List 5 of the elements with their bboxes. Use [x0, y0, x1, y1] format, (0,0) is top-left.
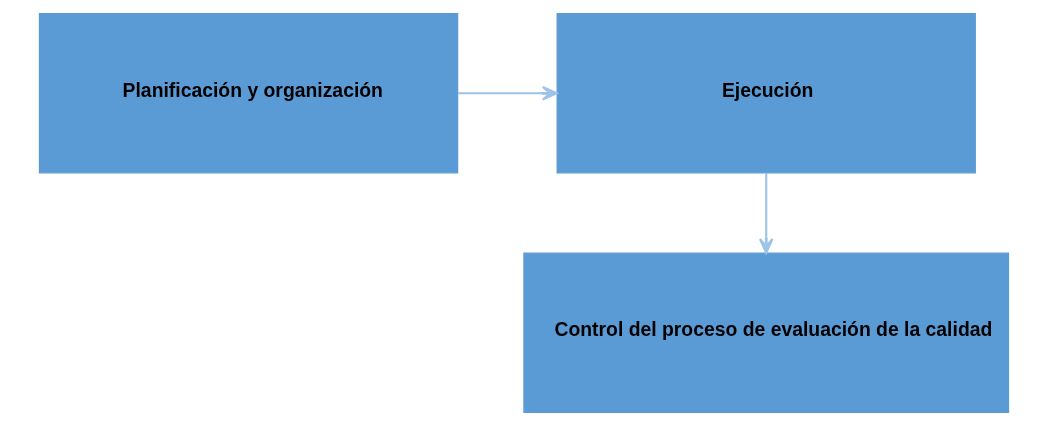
arrow: [758, 173, 773, 254]
node-box: Ejecución: [556, 13, 976, 174]
arrow: [457, 86, 558, 101]
node-box: Planificación y organización: [38, 13, 458, 174]
node-box: Control del proceso de evaluación de la calidad: [522, 252, 1009, 413]
